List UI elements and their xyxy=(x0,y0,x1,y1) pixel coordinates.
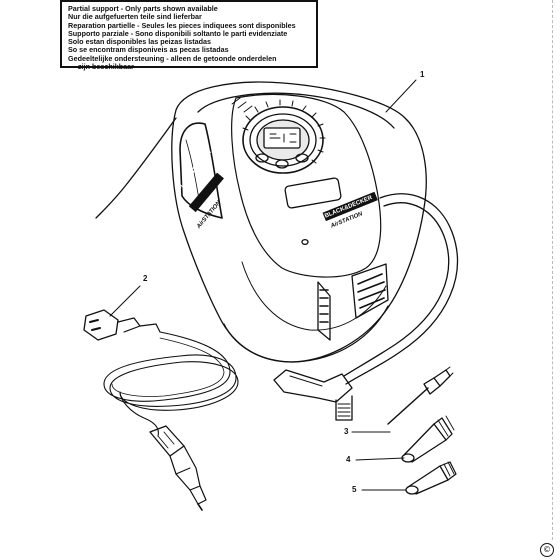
callout-4: 4 xyxy=(346,455,351,464)
parts-availability-notice: Partial support - Only parts shown avail… xyxy=(60,0,318,72)
copyright-mark: © xyxy=(540,543,554,557)
power-lead-stub xyxy=(99,117,177,215)
leader-line-2 xyxy=(109,285,141,317)
car-plug-cable xyxy=(83,309,239,511)
notice-line-es: Solo estan disponibles las peizas listad… xyxy=(68,37,211,47)
leader-line-4 xyxy=(355,457,405,461)
page-edge-rule xyxy=(552,0,553,540)
needle-adapter xyxy=(387,366,454,425)
leader-line-1 xyxy=(385,79,417,113)
callout-1: 1 xyxy=(420,70,425,79)
air-hose xyxy=(343,193,459,385)
notice-line-de: Nur die aufgefuerten teile sind lieferba… xyxy=(68,12,202,22)
compressor-body xyxy=(171,81,427,363)
notice-line-en: Partial support - Only parts shown avail… xyxy=(68,4,218,13)
notice-line-pt: So se encontram disponiveis as pecas lis… xyxy=(68,45,229,55)
callout-5: 5 xyxy=(352,485,357,494)
hose-nozzle xyxy=(273,369,353,421)
notice-line-fr: Reparation partielle - Seules les pieces… xyxy=(68,20,296,30)
notice-line-nl: Gedeeltelijke ondersteuning - alleen de … xyxy=(68,53,277,63)
callout-3: 3 xyxy=(344,427,349,436)
notice-line-it: Supporto parziale - Sono disponibili sol… xyxy=(68,28,288,38)
cone-adapter-small xyxy=(405,461,457,495)
notice-line-nl-cont: zijn beschikbaar xyxy=(78,62,134,72)
callout-2: 2 xyxy=(143,274,148,283)
cone-adapter-large xyxy=(401,415,455,463)
